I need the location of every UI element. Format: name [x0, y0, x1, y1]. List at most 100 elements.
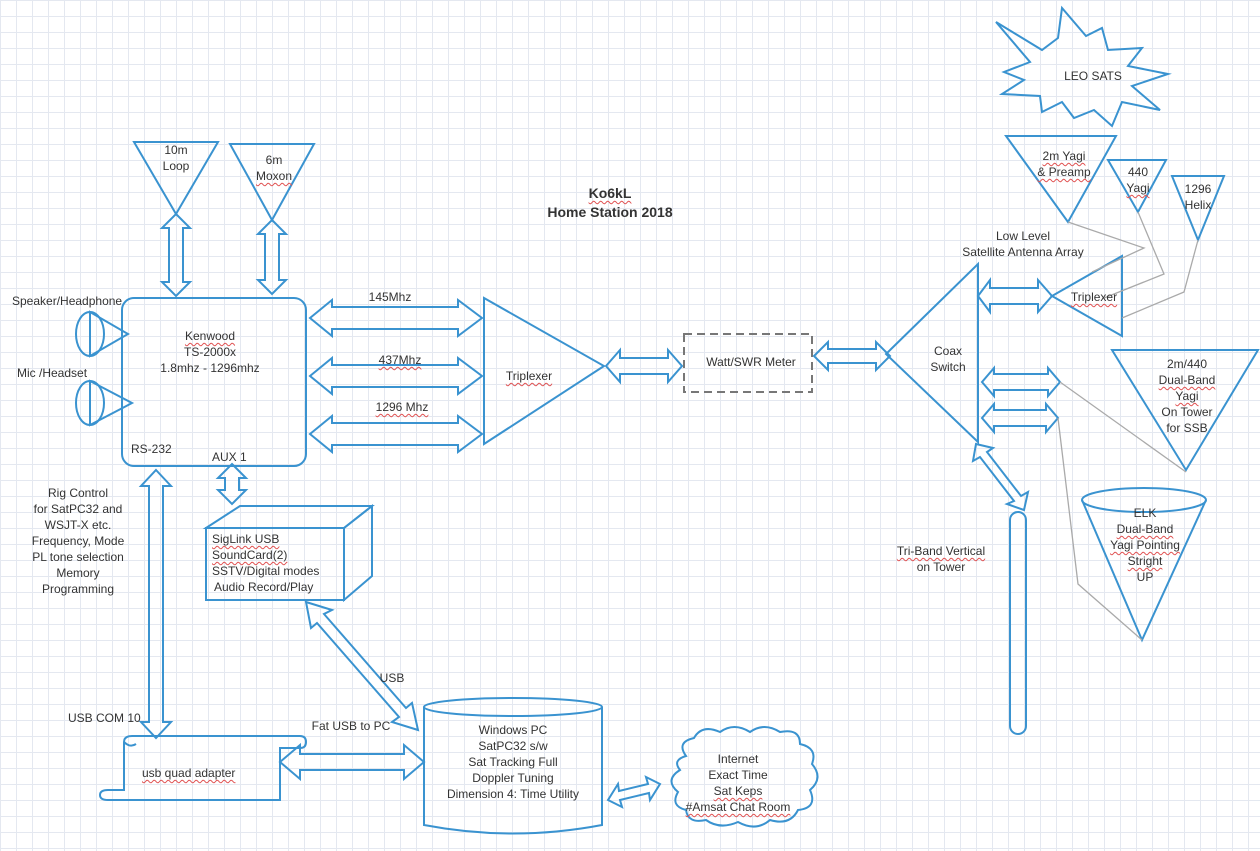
- arrow-switch-vertical: [971, 442, 1030, 512]
- elk-label-4: Stright: [1127, 554, 1163, 568]
- rig-control-5: PL tone selection: [32, 550, 124, 564]
- usb-com-label: USB COM 10: [68, 711, 141, 725]
- station-subtitle: Home Station 2018: [547, 204, 673, 220]
- coax-switch: [884, 261, 979, 445]
- rs232-port: RS-232: [131, 442, 172, 456]
- low-level-label-2: Satellite Antenna Array: [962, 245, 1084, 259]
- radio-make: Kenwood: [184, 329, 236, 343]
- main-triplexer: [483, 296, 606, 446]
- radio-model: TS-2000x: [183, 345, 237, 359]
- helix-1296-label-1: 1296: [1184, 182, 1212, 196]
- arrow-rs232-adapter: [138, 468, 174, 740]
- internet-1: Internet: [717, 752, 759, 766]
- internet-3: Sat Keps: [713, 784, 763, 798]
- kenwood-radio: [121, 297, 307, 467]
- siglink-box: [202, 503, 375, 603]
- pc-line-5: Dimension 4: Time Utility: [446, 787, 580, 801]
- station-callsign: Ko6kL: [588, 185, 632, 201]
- band-145-label: 145Mhz: [368, 290, 412, 304]
- rig-control-1: Rig Control: [47, 486, 109, 500]
- helix-1296-label-2: Helix: [1184, 198, 1212, 212]
- mic-headset: [75, 379, 135, 427]
- dualband-label-4: On Tower: [1161, 405, 1213, 419]
- pc-line-3: Sat Tracking Full: [468, 755, 558, 769]
- moxon-6m-label-2: Moxon: [255, 169, 293, 183]
- pc-line-1: Windows PC: [478, 723, 548, 737]
- helix-1296-antenna: [1170, 175, 1226, 243]
- tri-band-vertical: [1009, 511, 1027, 735]
- leo-sats-burst: [995, 5, 1172, 128]
- windows-pc: [423, 697, 603, 835]
- arrow-switch-elk: [980, 401, 1060, 435]
- arrow-meter-switch: [812, 339, 892, 373]
- moxon-6m-antenna: [228, 143, 316, 223]
- elk-label-1: ELK: [1133, 506, 1157, 520]
- dualband-label-5: for SSB: [1166, 421, 1208, 435]
- dualband-label-2: Dual-Band: [1158, 373, 1216, 387]
- low-level-label-1: Low Level: [995, 229, 1051, 243]
- loop-10m-antenna: [132, 141, 220, 216]
- arrow-1296: [308, 413, 484, 455]
- vertical-label-2: on Tower: [916, 560, 966, 574]
- leo-sats-label: LEO SATS: [1064, 69, 1122, 83]
- siglink-3: SSTV/Digital modes: [212, 564, 320, 578]
- arrow-145: [308, 297, 484, 339]
- band-1296-label: 1296 Mhz: [375, 400, 429, 414]
- usb-adapter-label: usb quad adapter: [142, 766, 236, 780]
- pc-line-2: SatPC32 s/w: [478, 739, 548, 753]
- wire-yagi-2m: [1067, 221, 1146, 273]
- yagi-440-label-2: Yagi: [1126, 181, 1150, 195]
- arrow-437: [308, 355, 484, 397]
- dualband-label-3: Yagi: [1175, 389, 1199, 403]
- arrow-switch-dualband: [980, 365, 1062, 399]
- yagi-440-antenna: [1106, 159, 1168, 215]
- aux1-port: AUX 1: [212, 450, 247, 464]
- moxon-feedline-arrow: [255, 218, 289, 296]
- rig-control-2: for SatPC32 and: [33, 502, 123, 516]
- radio-range: 1.8mhz - 1296mhz: [160, 361, 260, 375]
- yagi-2m-label-2: & Preamp: [1037, 165, 1091, 179]
- arrow-pc-internet: [606, 775, 662, 809]
- wire-helix: [1121, 239, 1199, 319]
- arrow-aux-siglink: [215, 462, 249, 506]
- watt-swr-meter: [683, 333, 813, 393]
- dualband-tower-antenna: [1110, 349, 1260, 472]
- arrow-adapter-pc: [278, 742, 426, 782]
- yagi-2m-label-1: 2m Yagi: [1042, 149, 1086, 163]
- siglink-1: SigLink USB: [212, 532, 280, 546]
- elk-label-3: Yagi Pointing: [1110, 538, 1180, 552]
- band-437-label: 437Mhz: [378, 353, 422, 367]
- rig-control-6: Memory: [56, 566, 100, 580]
- wire-dualband: [1059, 381, 1187, 473]
- siglink-2: SoundCard(2): [212, 548, 288, 562]
- speaker-label: Speaker/Headphone: [12, 294, 123, 308]
- array-triplexer: [1049, 254, 1123, 338]
- dualband-label-1: 2m/440: [1166, 357, 1208, 371]
- rig-control-7: Programming: [41, 582, 115, 596]
- fat-usb-label: Fat USB to PC: [311, 719, 391, 733]
- coax-switch-label-1: Coax: [933, 344, 962, 358]
- pc-line-4: Doppler Tuning: [472, 771, 554, 785]
- mic-label: Mic /Headset: [17, 366, 88, 380]
- elk-label-5: UP: [1136, 570, 1154, 584]
- yagi-2m-antenna: [1004, 135, 1118, 224]
- meter-label: Watt/SWR Meter: [706, 355, 796, 369]
- loop-feedline-arrow: [159, 212, 193, 298]
- arrow-switch-array-triplexer: [976, 277, 1054, 315]
- vertical-label-1: Tri-Band Vertical: [896, 544, 986, 558]
- arrow-siglink-pc: [304, 600, 420, 732]
- loop-10m-label-2: Loop: [162, 159, 190, 173]
- internet-4: #Amsat Chat Room: [685, 800, 791, 814]
- moxon-6m-label-1: 6m: [265, 153, 283, 167]
- arrow-triplexer-meter: [604, 347, 684, 385]
- rig-control-3: WSJT-X etc.: [44, 518, 112, 532]
- loop-10m-label-1: 10m: [164, 143, 188, 157]
- wire-elk: [1057, 417, 1143, 641]
- usb-adapter-scroll: [98, 735, 308, 801]
- siglink-4: Audio Record/Play: [214, 580, 314, 594]
- wire-yagi-440: [1103, 211, 1165, 299]
- internet-2: Exact Time: [708, 768, 768, 782]
- speaker-headphone: [75, 310, 130, 358]
- internet-cloud: [670, 726, 819, 828]
- rig-control-4: Frequency, Mode: [31, 534, 125, 548]
